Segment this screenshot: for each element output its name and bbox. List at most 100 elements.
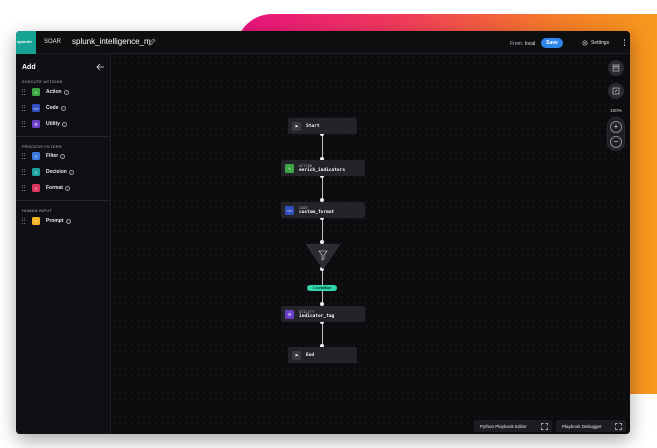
- connector-dot[interactable]: [320, 174, 324, 178]
- node-name: Start: [306, 123, 320, 129]
- sidebar-item-utility[interactable]: ⚒ Utility i: [22, 119, 106, 129]
- gear-icon: [582, 40, 588, 46]
- item-label: Filter: [46, 153, 59, 159]
- zoom-controls: + −: [607, 117, 625, 151]
- node-utility[interactable]: ⚒ UTILITY indicator_tag: [281, 306, 365, 322]
- playbook-debugger-button[interactable]: Playbook Debugger: [556, 420, 626, 432]
- sidebar-item-action[interactable]: ϟ Action i: [22, 87, 106, 97]
- debugger-label: Playbook Debugger: [562, 423, 602, 429]
- node-name: End: [306, 352, 315, 358]
- item-label: Code: [46, 105, 59, 111]
- connector: [322, 218, 323, 244]
- connector: [322, 134, 323, 160]
- splunk-logo[interactable]: splunk>: [16, 31, 36, 54]
- drag-handle-icon[interactable]: [22, 88, 26, 96]
- sidebar-item-filter[interactable]: ▽ Filter i: [22, 151, 106, 161]
- python-playbook-editor-button[interactable]: Python Playbook Editor: [474, 420, 552, 432]
- info-icon[interactable]: i: [61, 121, 67, 127]
- decision-icon: ◇: [32, 168, 40, 176]
- code-icon: </>: [32, 104, 40, 112]
- node-action[interactable]: ϟ ACTION enrich_indicators: [281, 160, 365, 176]
- node-filter[interactable]: [306, 244, 340, 269]
- sidebar-item-prompt[interactable]: ? Prompt i: [22, 216, 106, 226]
- more-menu-icon[interactable]: [623, 39, 626, 47]
- drag-handle-icon[interactable]: [22, 217, 26, 225]
- from-value: local: [525, 41, 536, 47]
- connector-dot[interactable]: [320, 344, 324, 348]
- node-code[interactable]: </> CODE custom_format: [281, 202, 365, 218]
- playbook-canvas[interactable]: [111, 54, 630, 434]
- sidebar-title: Add: [22, 64, 36, 71]
- connector-dot[interactable]: [320, 320, 324, 324]
- start-flag-icon: ⚑: [292, 121, 301, 131]
- info-icon[interactable]: i: [65, 218, 71, 224]
- filter-condition-badge[interactable]: 1 condition: [307, 285, 337, 291]
- item-label: Action: [46, 89, 62, 95]
- section-execute-actions: EXECUTE ACTIONS: [22, 79, 63, 84]
- drag-handle-icon[interactable]: [22, 120, 26, 128]
- node-start[interactable]: ⚑ Start: [288, 118, 357, 134]
- playbook-name: splunk_intelligence_m: [72, 37, 151, 46]
- node-type: UTILITY: [299, 309, 315, 314]
- info-icon[interactable]: i: [68, 169, 74, 175]
- info-icon[interactable]: i: [60, 153, 66, 159]
- node-end[interactable]: ⚑ End: [288, 347, 357, 363]
- settings-label: Settings: [591, 40, 610, 46]
- soar-app-window: splunk> SOAR splunk_intelligence_m From:…: [16, 31, 630, 434]
- divider: [16, 136, 111, 137]
- info-icon[interactable]: i: [64, 185, 70, 191]
- layout-icon: [612, 64, 620, 72]
- fit-screen-icon: [612, 87, 620, 95]
- utility-icon: ⚒: [32, 120, 40, 128]
- connector-dot[interactable]: [320, 157, 324, 161]
- zoom-in-button[interactable]: +: [610, 121, 622, 133]
- python-editor-label: Python Playbook Editor: [480, 423, 527, 429]
- filter-icon: ▽: [32, 152, 40, 160]
- connector-dot[interactable]: [320, 267, 324, 271]
- expand-icon: [541, 423, 548, 430]
- code-icon: </>: [285, 205, 294, 215]
- info-icon[interactable]: i: [63, 89, 69, 95]
- top-bar: splunk> SOAR splunk_intelligence_m From:…: [16, 31, 630, 54]
- divider: [16, 200, 111, 201]
- section-process-filters: PROCESS FILTERS: [22, 144, 62, 149]
- drag-handle-icon[interactable]: [22, 104, 26, 112]
- format-icon: ≡: [32, 184, 40, 192]
- section-human-input: HUMAN INPUT: [22, 208, 52, 213]
- item-label: Prompt: [46, 218, 64, 224]
- node-type: CODE: [299, 205, 308, 210]
- drag-handle-icon[interactable]: [22, 152, 26, 160]
- item-label: Format: [46, 185, 63, 191]
- connector-dot[interactable]: [320, 216, 324, 220]
- zoom-out-button[interactable]: −: [610, 136, 622, 148]
- connector-dot[interactable]: [320, 132, 324, 136]
- settings-button[interactable]: Settings: [582, 38, 609, 48]
- action-icon: ϟ: [32, 88, 40, 96]
- arrow-left-icon[interactable]: [96, 63, 105, 71]
- item-label: Utility: [46, 121, 60, 127]
- connector-dot[interactable]: [320, 302, 324, 306]
- filter-icon: [318, 250, 328, 261]
- sidebar-item-decision[interactable]: ◇ Decision i: [22, 167, 106, 177]
- drag-handle-icon[interactable]: [22, 168, 26, 176]
- logo-text: splunk>: [17, 39, 33, 44]
- drag-handle-icon[interactable]: [22, 184, 26, 192]
- end-flag-icon: ⚑: [292, 350, 301, 360]
- pencil-icon[interactable]: [148, 38, 156, 46]
- save-button[interactable]: Save: [541, 38, 563, 48]
- connector: [322, 176, 323, 202]
- layout-button[interactable]: [608, 60, 624, 76]
- connector-dot[interactable]: [320, 240, 324, 244]
- sidebar-item-code[interactable]: </> Code i: [22, 103, 106, 113]
- fit-screen-button[interactable]: [608, 83, 624, 99]
- info-icon[interactable]: i: [60, 105, 66, 111]
- connector-dot[interactable]: [320, 198, 324, 202]
- sidebar-item-format[interactable]: ≡ Format i: [22, 183, 106, 193]
- node-type: ACTION: [299, 163, 313, 168]
- node-name: indicator_tag: [299, 313, 335, 319]
- expand-icon: [615, 423, 622, 430]
- connector: [322, 322, 323, 347]
- utility-icon: ⚒: [285, 309, 294, 319]
- add-sidebar: Add EXECUTE ACTIONS ϟ Action i </> Code …: [16, 54, 111, 434]
